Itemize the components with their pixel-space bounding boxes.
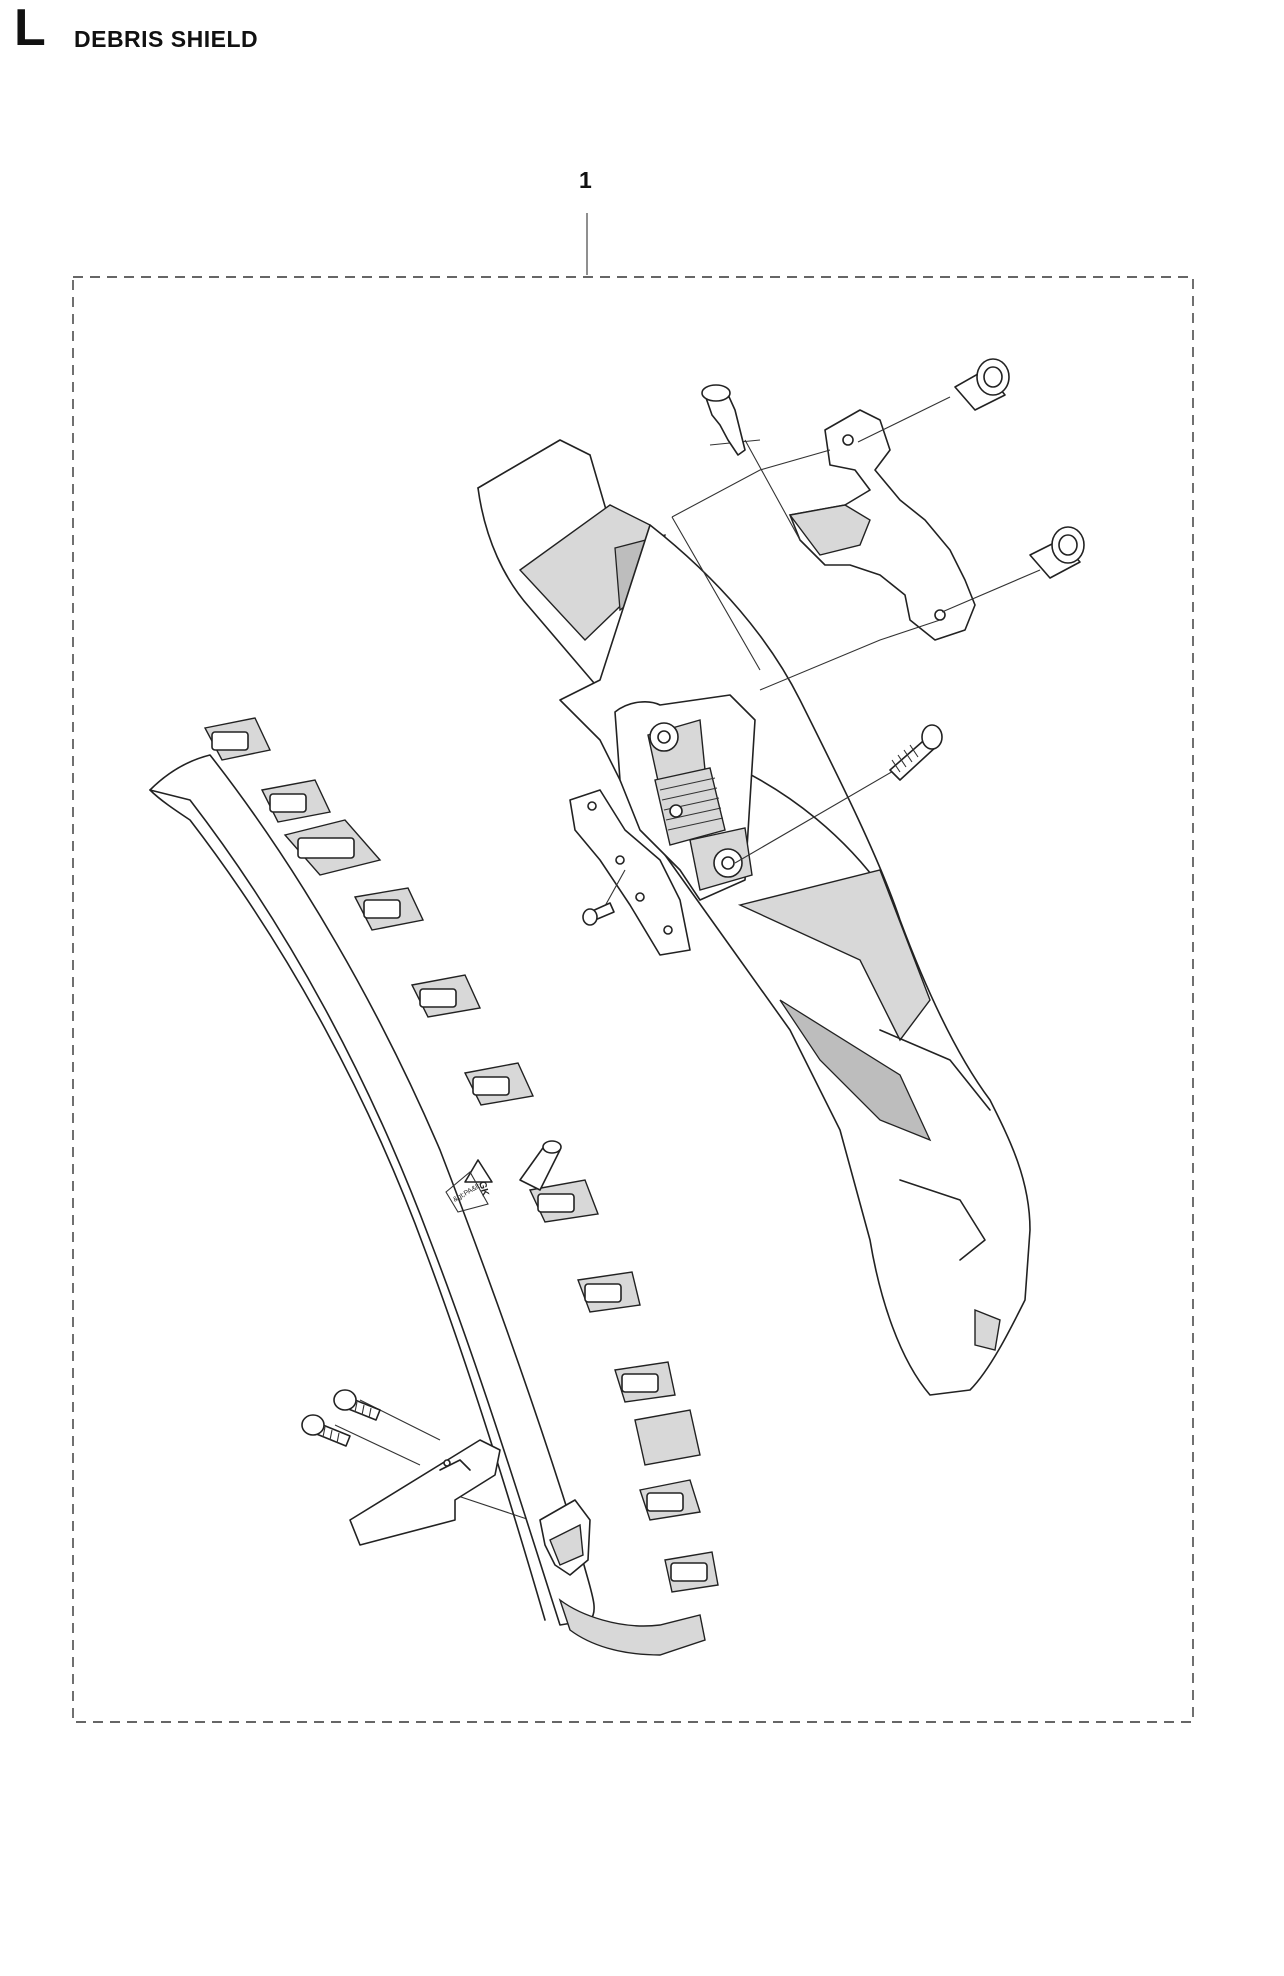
shield-body xyxy=(476,439,1031,1396)
screw-top-bolt xyxy=(701,384,746,456)
recycling-mark-side-text: GK xyxy=(476,1180,491,1198)
section-title: DEBRIS SHIELD xyxy=(74,26,259,52)
screw-cap-upper xyxy=(954,358,1010,411)
recycling-mark: &gt;PA&lt; GK xyxy=(445,1159,493,1213)
lower-mounting-plate xyxy=(349,1439,591,1576)
screw-lower-1 xyxy=(333,1389,381,1421)
screw-cap-lower xyxy=(1029,526,1085,579)
screw-small-left xyxy=(582,902,615,926)
guard-teeth xyxy=(203,717,719,1593)
screw-mid-long xyxy=(889,724,943,781)
screw-lower-2 xyxy=(301,1414,351,1447)
top-clamp-bracket xyxy=(788,409,976,641)
callout-number-1: 1 xyxy=(579,167,592,193)
kit-boundary-dashed xyxy=(72,276,1194,1723)
section-letter: L xyxy=(14,0,46,57)
